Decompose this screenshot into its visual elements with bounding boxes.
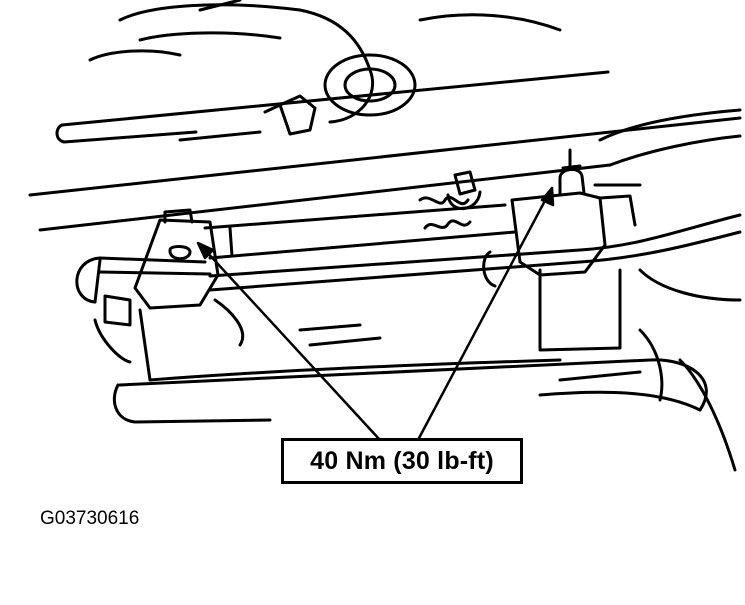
engine-components: [88, 0, 562, 136]
right-arrow-head: [540, 186, 555, 207]
left-arrow: [203, 248, 382, 442]
fluid-lines: [75, 213, 742, 327]
left-arrow-head: [196, 241, 215, 260]
figure-id: G03730616: [40, 508, 140, 529]
callout-arrows: [196, 186, 555, 442]
upper-crossmember: [28, 70, 742, 232]
torque-label: 40 Nm (30 lb-ft): [310, 446, 494, 475]
steering-rack: [133, 148, 642, 310]
right-arrow: [416, 193, 550, 442]
torque-callout: 40 Nm (30 lb-ft): [281, 438, 523, 484]
lower-subframe: [93, 268, 742, 472]
